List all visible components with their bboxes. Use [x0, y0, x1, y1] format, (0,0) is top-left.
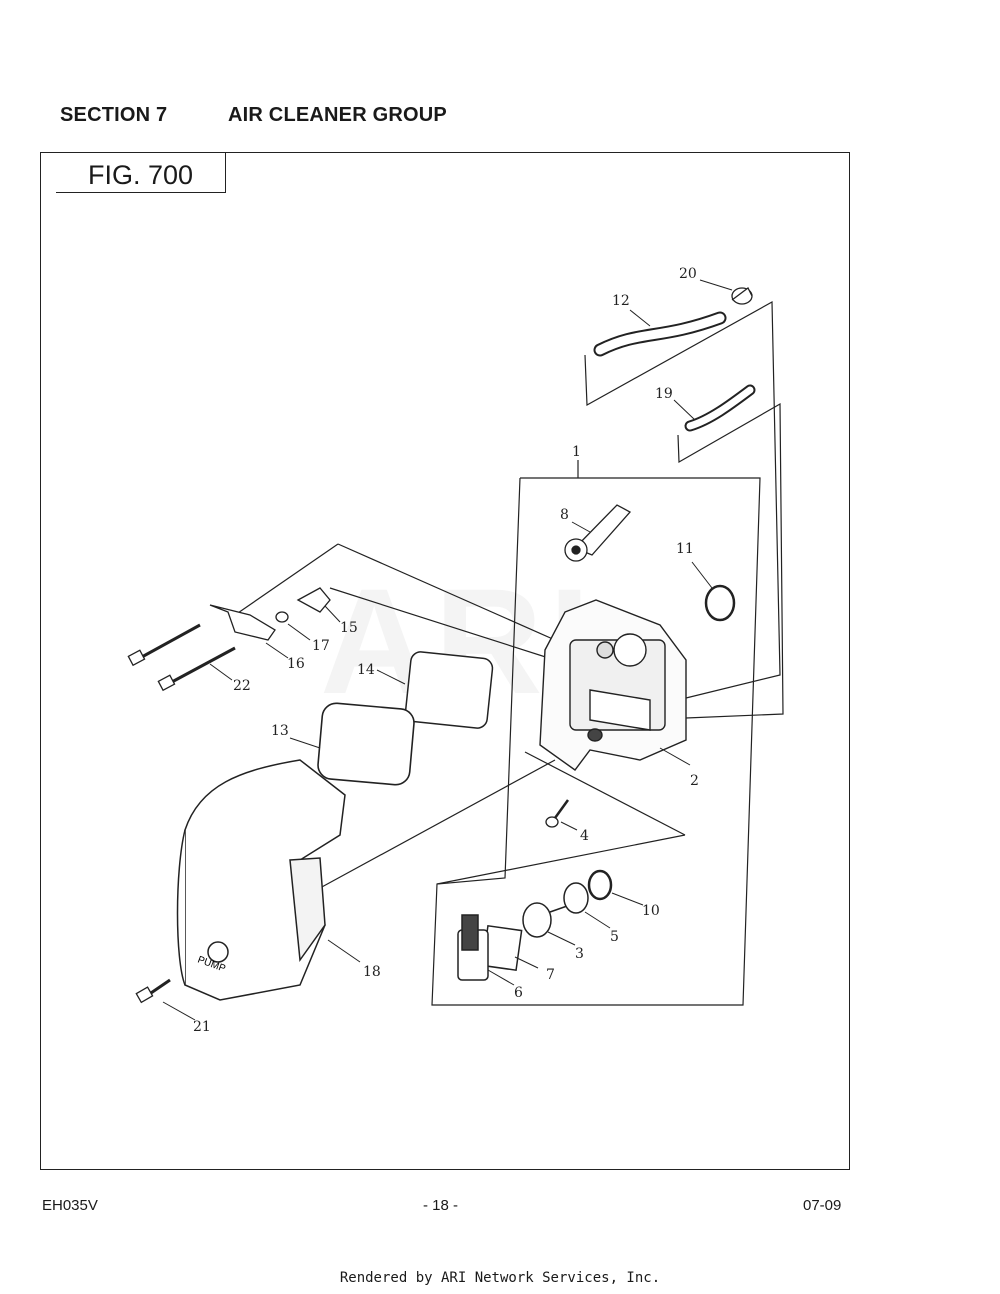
callout-1: 1 — [572, 444, 581, 460]
callout-2: 2 — [690, 773, 699, 789]
leader-19 — [673, 399, 696, 421]
callout-19: 19 — [655, 386, 673, 402]
explode-line-d — [319, 759, 556, 889]
leader-12 — [629, 309, 651, 327]
explode-line-b — [337, 543, 556, 641]
callout-5: 5 — [610, 929, 619, 945]
plate-5 — [563, 882, 589, 914]
leader-10 — [611, 892, 644, 906]
leader-20 — [699, 279, 733, 291]
hose-bracket-19 — [677, 402, 784, 719]
figure-label-box: FIG. 700 — [56, 153, 226, 193]
callout-4: 4 — [580, 828, 589, 844]
callout-17: 17 — [312, 638, 330, 654]
callout-3: 3 — [575, 946, 584, 962]
leader-22 — [209, 663, 233, 681]
bolt-22 — [157, 646, 236, 692]
callout-12: 12 — [612, 293, 630, 309]
leader-11 — [691, 561, 713, 589]
leader-16 — [265, 642, 289, 659]
section-heading: SECTION 7 AIR CLEANER GROUP — [60, 104, 447, 127]
explode-line-e — [524, 751, 686, 836]
leader-7 — [514, 956, 539, 969]
footer-model: EH035V — [42, 1197, 98, 1214]
callout-7: 7 — [546, 967, 555, 983]
callout-8: 8 — [560, 507, 569, 523]
leader-4 — [560, 821, 578, 831]
leader-21 — [162, 1001, 196, 1021]
leader-18 — [327, 939, 361, 963]
callout-22: 22 — [233, 678, 251, 694]
hose-19-inner — [686, 386, 754, 430]
callout-10: 10 — [642, 903, 660, 919]
leader-13 — [289, 737, 321, 749]
leader-15 — [324, 605, 341, 623]
section-number: SECTION 7 — [60, 104, 168, 126]
choke-plate-15 — [296, 587, 331, 613]
air-cleaner-cover-18 — [176, 759, 346, 1001]
choke-lever-8 — [564, 504, 632, 562]
leader-6 — [487, 969, 515, 986]
callout-16: 16 — [287, 656, 305, 672]
filter-element-14 — [404, 651, 494, 729]
callout-15: 15 — [340, 620, 358, 636]
kit-outline — [431, 477, 761, 1006]
leader-2 — [659, 747, 691, 766]
explode-line-c — [329, 587, 556, 661]
o-ring-10 — [587, 869, 613, 901]
screw-4 — [545, 799, 570, 828]
bolt-16 — [127, 623, 201, 667]
section-title: AIR CLEANER GROUP — [228, 104, 447, 126]
leader-17 — [287, 623, 311, 641]
bracket-16 — [209, 604, 276, 641]
hose-12-inner — [595, 313, 725, 355]
callout-11: 11 — [676, 541, 694, 557]
callout-20: 20 — [679, 266, 697, 282]
callout-18: 18 — [363, 964, 381, 980]
leader-14 — [376, 669, 406, 685]
leader-8 — [571, 521, 591, 533]
leader-3 — [547, 931, 576, 946]
pump-bulb-6 — [457, 914, 489, 981]
hose-bracket-12 — [584, 300, 781, 699]
callout-6: 6 — [514, 985, 523, 1001]
leader-5 — [584, 911, 611, 929]
footer-date: 07-09 — [803, 1197, 842, 1214]
explode-line-f — [436, 834, 686, 885]
callout-21: 21 — [193, 1019, 211, 1035]
callout-13: 13 — [271, 723, 289, 739]
figure-label: FIG. 700 — [88, 160, 194, 190]
bolt-21 — [135, 978, 171, 1004]
washer-17 — [275, 611, 289, 623]
rendered-by-credit: Rendered by ARI Network Services, Inc. — [339, 1270, 661, 1286]
diaphragm-3 — [522, 902, 552, 938]
explode-line-a — [234, 543, 339, 616]
callout-14: 14 — [357, 662, 375, 678]
footer-page-number: - 18 - — [423, 1197, 459, 1214]
clip-20 — [731, 287, 753, 305]
air-cleaner-base-2 — [539, 599, 687, 771]
figure-frame — [40, 152, 850, 1170]
filter-element-13 — [317, 702, 415, 786]
o-ring-11 — [704, 584, 736, 622]
